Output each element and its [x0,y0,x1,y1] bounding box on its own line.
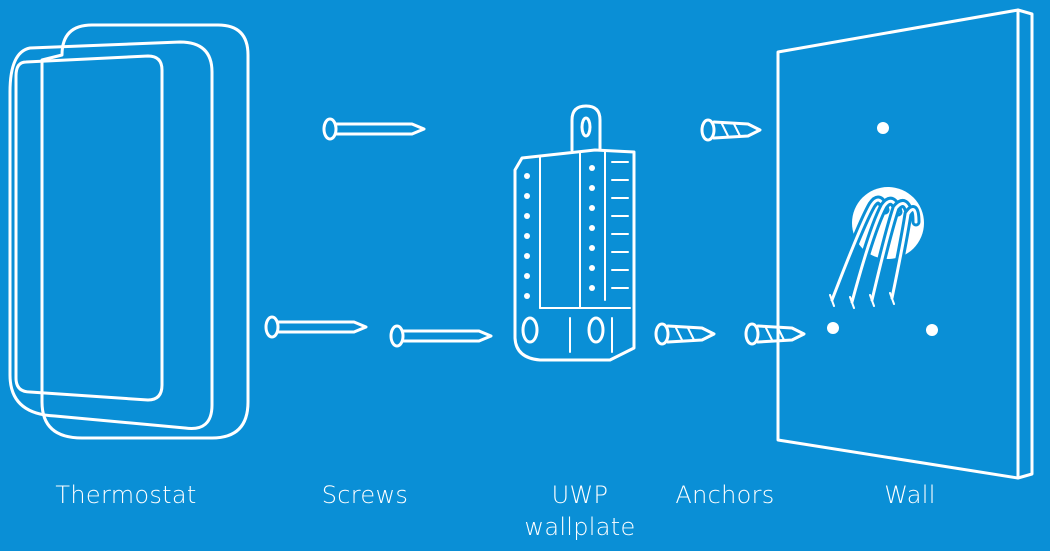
thermostat-illustration [8,23,250,440]
screw-icon [264,315,368,339]
uwp-label: UWP [551,481,609,509]
wall-illustration [776,8,1034,480]
anchor-icon [700,118,762,142]
wall-label: Wall [884,481,936,509]
anchors-label: Anchors [675,481,775,509]
uwp-wallplate-illustration [513,104,636,362]
thermostat-label: Thermostat [55,481,197,509]
screw-icon [322,117,426,141]
anchor-icon [744,322,806,346]
wallplate-label: wallplate [524,513,636,541]
screws-label: Screws [321,481,409,509]
screw-icon [389,324,493,348]
anchor-icon [654,322,716,346]
